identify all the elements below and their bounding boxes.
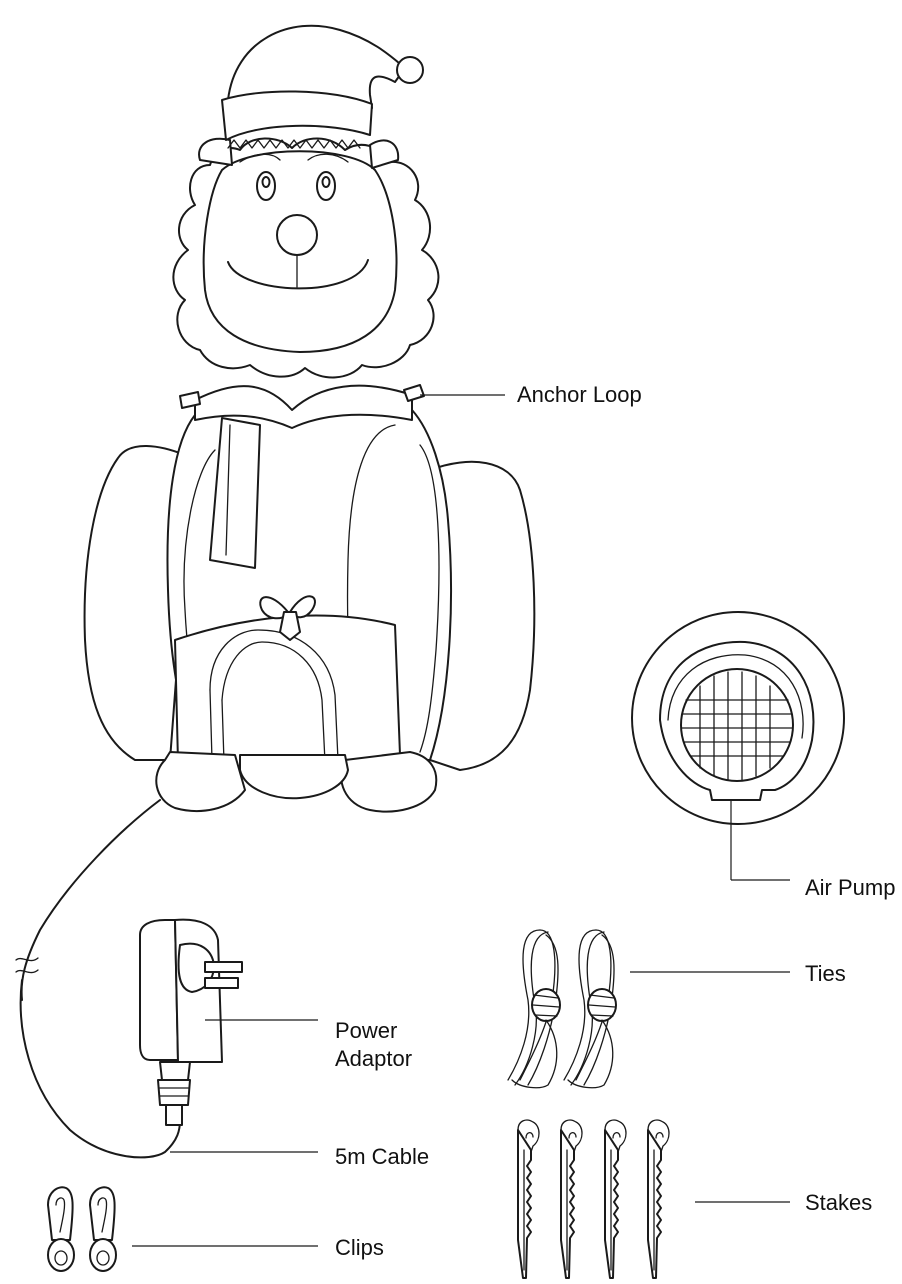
hat-brim	[222, 91, 372, 140]
stake-4	[648, 1120, 669, 1278]
plug-pin-top	[205, 962, 242, 972]
stake-2	[561, 1120, 582, 1278]
ties	[508, 930, 790, 1088]
plug-pin-bottom	[205, 978, 238, 988]
stakes	[518, 1120, 669, 1278]
anchor-loop-left	[180, 392, 200, 408]
clip-right	[90, 1187, 116, 1271]
stake-3	[605, 1120, 626, 1278]
label-power-adaptor-line1: Power	[335, 1017, 397, 1044]
right-paw	[341, 752, 436, 812]
hat-pompom	[397, 57, 423, 83]
left-eye-highlight	[263, 177, 270, 187]
right-eye-highlight	[323, 177, 330, 187]
inflatable-lion	[16, 26, 534, 1158]
clip-left	[48, 1187, 74, 1271]
adaptor-neck	[160, 1062, 190, 1080]
left-paw	[156, 752, 245, 811]
left-ear	[199, 139, 232, 165]
adaptor-plug-tip	[166, 1105, 182, 1125]
air-pump-grille-circle	[681, 669, 793, 781]
cable-break-2	[16, 970, 38, 973]
clips	[48, 1187, 318, 1271]
adaptor-side	[140, 920, 178, 1060]
stake-1	[518, 1120, 539, 1278]
tie-right	[564, 930, 616, 1088]
anchor-loop-right	[404, 385, 424, 401]
power-adaptor	[140, 920, 318, 1152]
label-power-adaptor-line2: Adaptor	[335, 1045, 412, 1072]
label-anchor-loop: Anchor Loop	[517, 381, 642, 408]
lion-nose	[277, 215, 317, 255]
center-paw	[240, 755, 348, 798]
tie-left	[508, 930, 560, 1088]
label-cable: 5m Cable	[335, 1143, 429, 1170]
adaptor-connector	[158, 1080, 190, 1105]
label-clips: Clips	[335, 1234, 384, 1261]
air-pump	[632, 612, 844, 880]
label-air-pump: Air Pump	[805, 874, 895, 901]
label-ties: Ties	[805, 960, 846, 987]
label-stakes: Stakes	[805, 1189, 872, 1216]
